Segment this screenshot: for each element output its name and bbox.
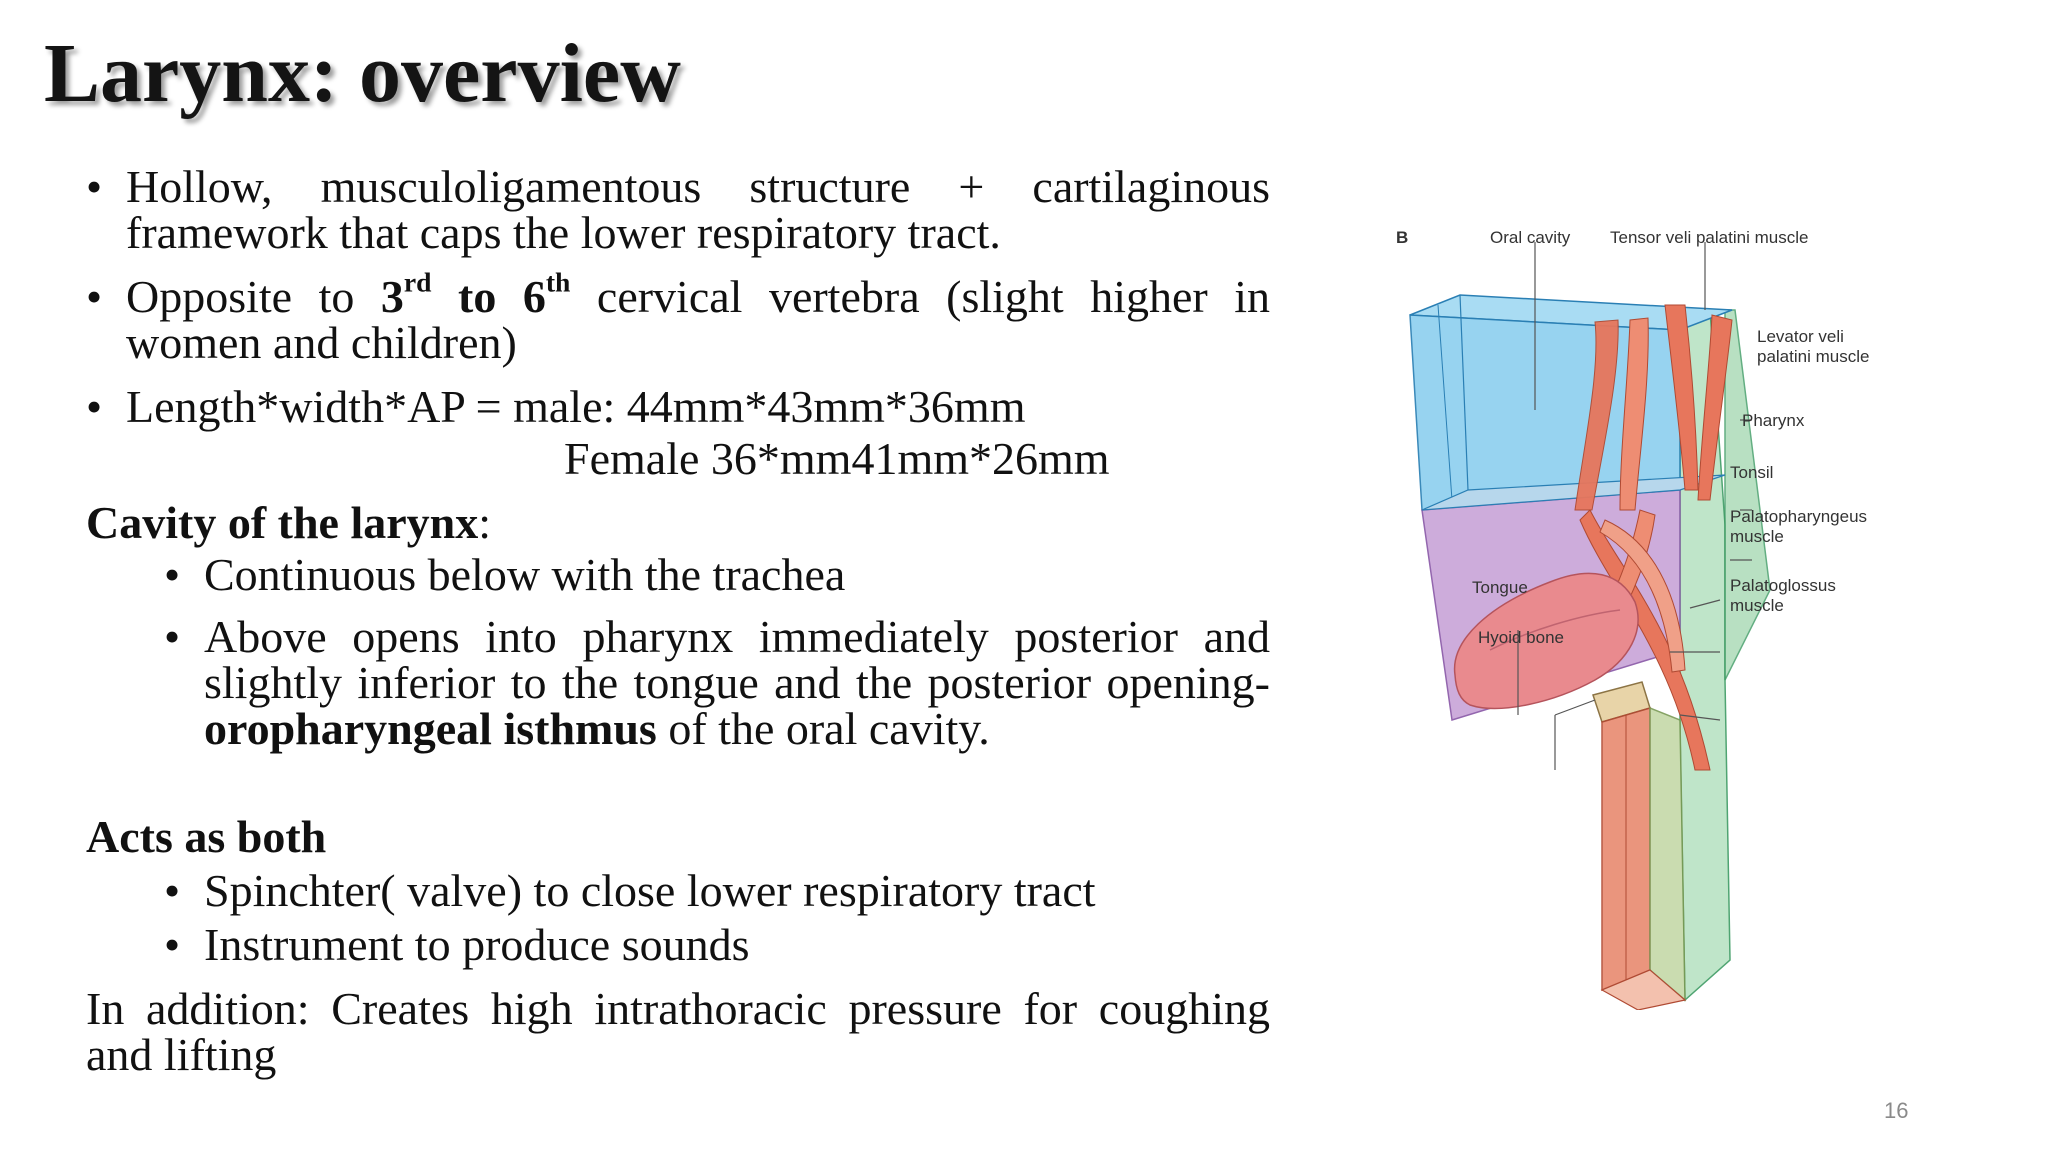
addition-text: In addition: Creates high intrathoracic … xyxy=(86,983,1270,1080)
ordinal-suffix: th xyxy=(545,266,571,298)
acts-item-sounds: Instrument to produce sounds xyxy=(164,919,1270,970)
bullet-text: Spinchter( valve) to close lower respira… xyxy=(204,865,1096,916)
female-dimensions: Female 36*mm41mm*26mm xyxy=(564,433,1110,484)
column-base xyxy=(1600,969,1687,1010)
cavity-heading: Cavity of the larynx: xyxy=(86,500,1270,546)
bullet-text: Opposite to xyxy=(126,271,381,322)
larynx-column-side xyxy=(1649,706,1686,1002)
cavity-heading-colon: : xyxy=(478,497,492,548)
tensor-veli-muscle xyxy=(1664,304,1699,491)
vertebra-end: to 6 xyxy=(431,271,546,322)
label-oral-cavity: Oral cavity xyxy=(1490,228,1571,247)
oropharyngeal-isthmus-term: oropharyngeal isthmus xyxy=(204,703,657,754)
bullet-text: cervical vertebra (slight higher in wome… xyxy=(126,271,1270,368)
pharyngeal-constrictor xyxy=(1599,519,1686,673)
slide-title: Larynx: overview xyxy=(44,27,681,120)
page-number: 16 xyxy=(1884,1098,1909,1123)
pharynx-diagram: B Oral cavity Tensor veli palatini muscl… xyxy=(1396,228,1869,1010)
addition-paragraph: In addition: Creates high intrathoracic … xyxy=(86,986,1270,1078)
bullet-hollow-structure: Hollow, musculoligamentous structure + c… xyxy=(86,164,1270,256)
box-edge xyxy=(1437,304,1453,501)
acts-item-sphincter: Spinchter( valve) to close lower respira… xyxy=(164,865,1270,916)
levator-veli-muscle-2 xyxy=(1619,317,1649,511)
bullet-text: Above opens into pharynx immediately pos… xyxy=(204,611,1270,708)
bullet-text: Instrument to produce sounds xyxy=(204,919,750,970)
tongue-groove xyxy=(1489,609,1621,651)
cavity-heading-text: Cavity of the larynx xyxy=(86,497,479,548)
box-edge xyxy=(1459,294,1469,491)
label-palatoglossus: Palatoglossus xyxy=(1730,576,1836,595)
slide-body: Hollow, musculoligamentous structure + c… xyxy=(86,164,1270,1078)
label-palatopharyngeus: Palatopharyngeus xyxy=(1730,507,1867,526)
label-hyoid-bone: Hyoid bone xyxy=(1478,628,1564,647)
tongue-shape xyxy=(1453,572,1639,710)
leader-lines xyxy=(1517,242,1752,770)
label-palatopharyngeus-2: muscle xyxy=(1730,527,1784,546)
label-levator-veli-2: palatini muscle xyxy=(1757,347,1869,366)
bullet-text: Continuous below with the trachea xyxy=(204,549,846,600)
acts-heading-text: Acts as both xyxy=(86,811,327,862)
bullet-vertebra-level: Opposite to 3rd to 6th cervical vertebra… xyxy=(86,268,1270,368)
levator-veli-muscle-3 xyxy=(1697,314,1733,501)
cavity-item-trachea: Continuous below with the trachea xyxy=(164,549,1270,600)
label-tonsil: Tonsil xyxy=(1730,463,1773,482)
levator-veli-muscle xyxy=(1574,319,1619,511)
label-tongue: Tongue xyxy=(1472,578,1528,597)
label-levator-veli: Levator veli xyxy=(1757,327,1844,346)
ordinal-suffix: rd xyxy=(403,266,432,298)
vertebra-start: 3 xyxy=(380,271,404,322)
vertebra-range: 3rd to 6th xyxy=(380,268,570,322)
panel-letter: B xyxy=(1396,228,1408,247)
label-pharynx: Pharynx xyxy=(1742,411,1805,430)
label-tensor-veli: Tensor veli palatini muscle xyxy=(1610,228,1808,247)
bullet-dimensions: Length*width*AP = male: 44mm*43mm*36mm xyxy=(86,381,1270,432)
label-palatoglossus-2: muscle xyxy=(1730,596,1784,615)
anatomy-figure: B Oral cavity Tensor veli palatini muscl… xyxy=(1380,210,2000,1010)
cavity-item-pharynx: Above opens into pharynx immediately pos… xyxy=(164,614,1270,752)
bullet-text: of the oral cavity. xyxy=(656,703,990,754)
acts-heading: Acts as both xyxy=(86,814,1270,860)
bullet-text: Hollow, musculoligamentous structure + c… xyxy=(126,161,1270,258)
male-dimensions: Length*width*AP = male: 44mm*43mm*36mm xyxy=(126,381,1026,432)
